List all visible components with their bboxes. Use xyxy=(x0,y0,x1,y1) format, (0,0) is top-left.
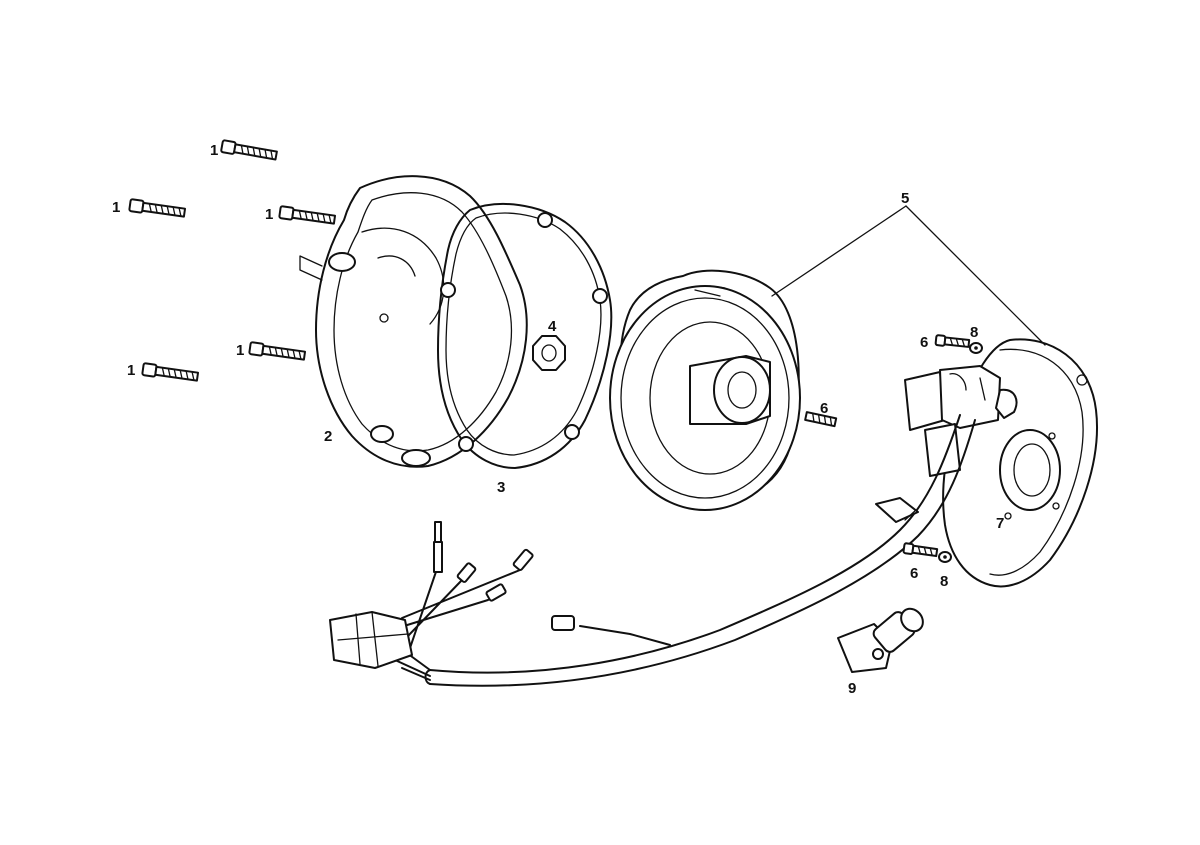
callout-6-upper: 6 xyxy=(920,334,928,351)
nut-part-4 xyxy=(532,335,566,371)
callout-6-middle: 6 xyxy=(820,400,828,417)
callout-5: 5 xyxy=(901,190,909,207)
generator-cover-part-2 xyxy=(299,175,528,468)
screw-part-1-top xyxy=(220,139,278,161)
callout-6-lower: 6 xyxy=(910,565,918,582)
screw-part-6-upper xyxy=(934,334,971,348)
screw-part-1-middle xyxy=(278,205,337,225)
cover-gasket-part-3 xyxy=(437,203,613,469)
flywheel-rotor-part-5 xyxy=(609,269,801,511)
screw-part-1-lower-middle xyxy=(248,341,307,361)
callout-8-upper: 8 xyxy=(970,324,978,341)
washer-part-8-lower xyxy=(938,551,952,563)
callout-1-top: 1 xyxy=(210,142,218,159)
callout-1-lower-middle: 1 xyxy=(236,342,244,359)
callout-1-lower-left: 1 xyxy=(127,362,135,379)
callout-7: 7 xyxy=(996,515,1004,532)
callout-4: 4 xyxy=(548,318,557,335)
screw-part-6-lower xyxy=(902,542,939,558)
callout-9: 9 xyxy=(848,680,856,697)
callout-3: 3 xyxy=(497,479,505,496)
sensor-part-9 xyxy=(837,607,924,673)
wiring-harness xyxy=(329,414,976,687)
callout-8-lower: 8 xyxy=(940,573,948,590)
washer-part-8-upper xyxy=(969,342,983,354)
stator-plate-part-7 xyxy=(904,338,1098,588)
callout-labels: 1 1 1 1 1 2 3 4 5 6 6 6 7 8 8 9 xyxy=(112,142,1004,697)
screw-part-1-left xyxy=(128,198,187,218)
callout-1-left: 1 xyxy=(112,199,120,216)
callout-1-middle: 1 xyxy=(265,206,273,223)
screw-part-1-lower-left xyxy=(141,362,200,382)
callout-2: 2 xyxy=(324,428,332,445)
screw-part-6-middle xyxy=(804,411,838,428)
leader-lines xyxy=(771,205,1046,346)
